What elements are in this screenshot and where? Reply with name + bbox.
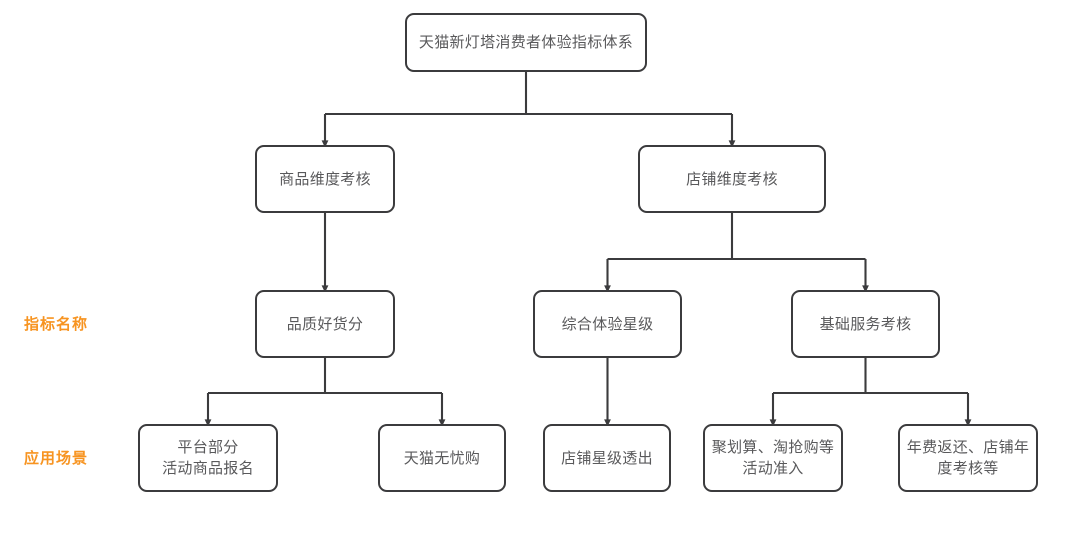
node-tmall-worry-free[interactable]: 天猫无忧购	[378, 424, 506, 492]
row-label-application-scenario: 应用场景	[24, 450, 89, 467]
node-basic-service-assessment[interactable]: 基础服务考核	[791, 290, 940, 358]
node-comprehensive-experience-star[interactable]: 综合体验星级	[533, 290, 682, 358]
node-juhuasuan-taoqianggou[interactable]: 聚划算、淘抢购等 活动准入	[703, 424, 843, 492]
node-root[interactable]: 天猫新灯塔消费者体验指标体系	[405, 13, 647, 72]
node-product-dimension[interactable]: 商品维度考核	[255, 145, 395, 213]
node-annual-fee-refund[interactable]: 年费返还、店铺年 度考核等	[898, 424, 1038, 492]
node-platform-activity-signup[interactable]: 平台部分 活动商品报名	[138, 424, 278, 492]
node-quality-goods-score[interactable]: 品质好货分	[255, 290, 395, 358]
row-label-metric-name: 指标名称	[24, 316, 89, 333]
node-store-dimension[interactable]: 店铺维度考核	[638, 145, 826, 213]
node-store-star-display[interactable]: 店铺星级透出	[543, 424, 671, 492]
